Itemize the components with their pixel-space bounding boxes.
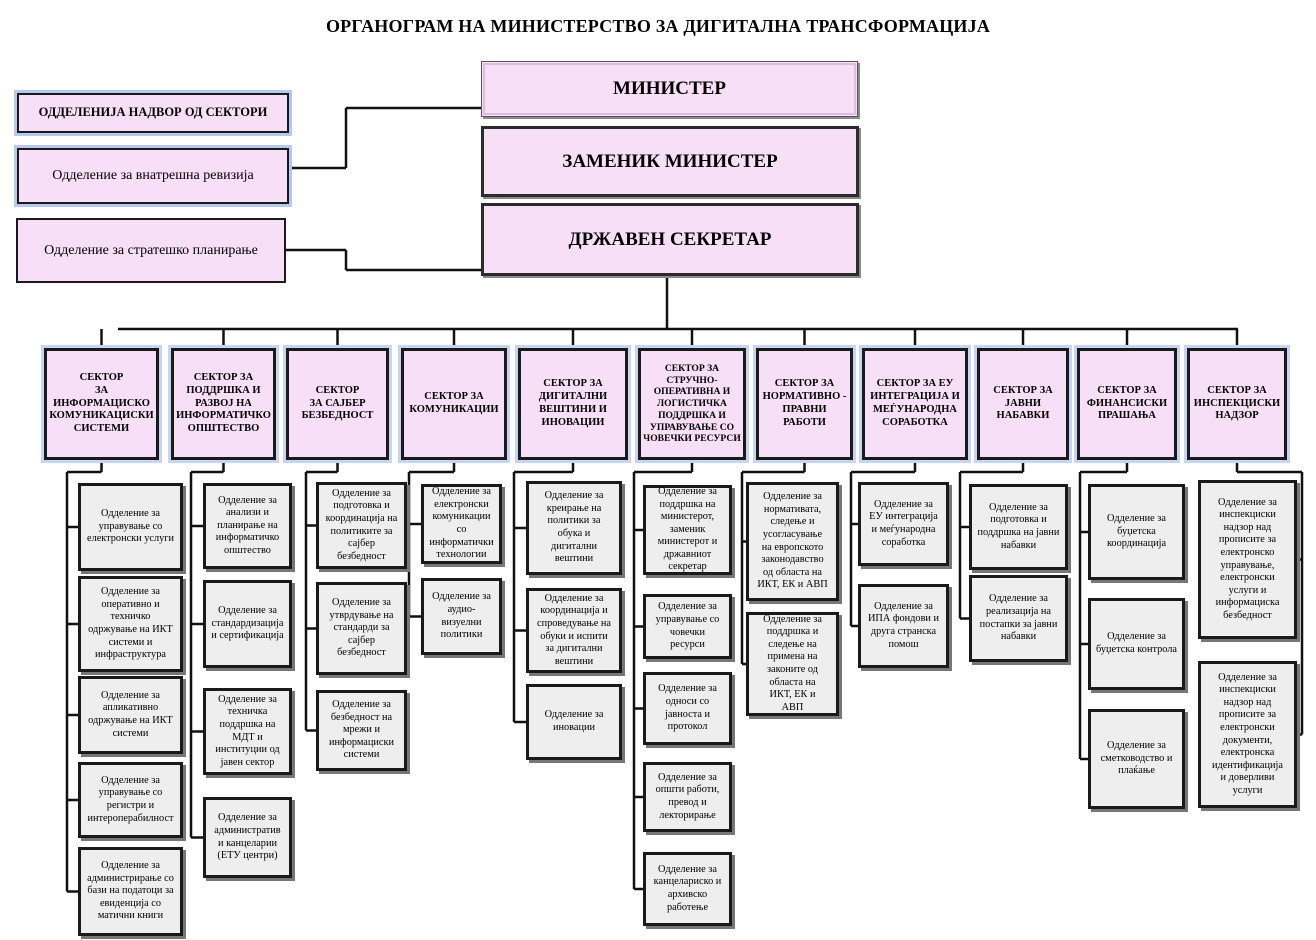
deputy-minister-box: ЗАМЕНИК МИНИСТЕР (481, 126, 859, 197)
state-secretary-box: ДРЖАВЕН СЕКРЕТАР (481, 203, 859, 276)
strategic-planning-box: Одделение за стратешко планирање (16, 218, 286, 283)
chart-title: ОРГАНОГРАМ НА МИНИСТЕРСТВО ЗА ДИГИТАЛНА … (325, 16, 991, 36)
minister-box: МИНИСТЕР (481, 61, 858, 117)
internal-audit-box: Одделение за внатрешна ревизија (14, 145, 292, 207)
outside-sectors-heading: ОДДЕЛЕНИЈА НАДВОР ОД СЕКТОРИ (14, 90, 292, 136)
